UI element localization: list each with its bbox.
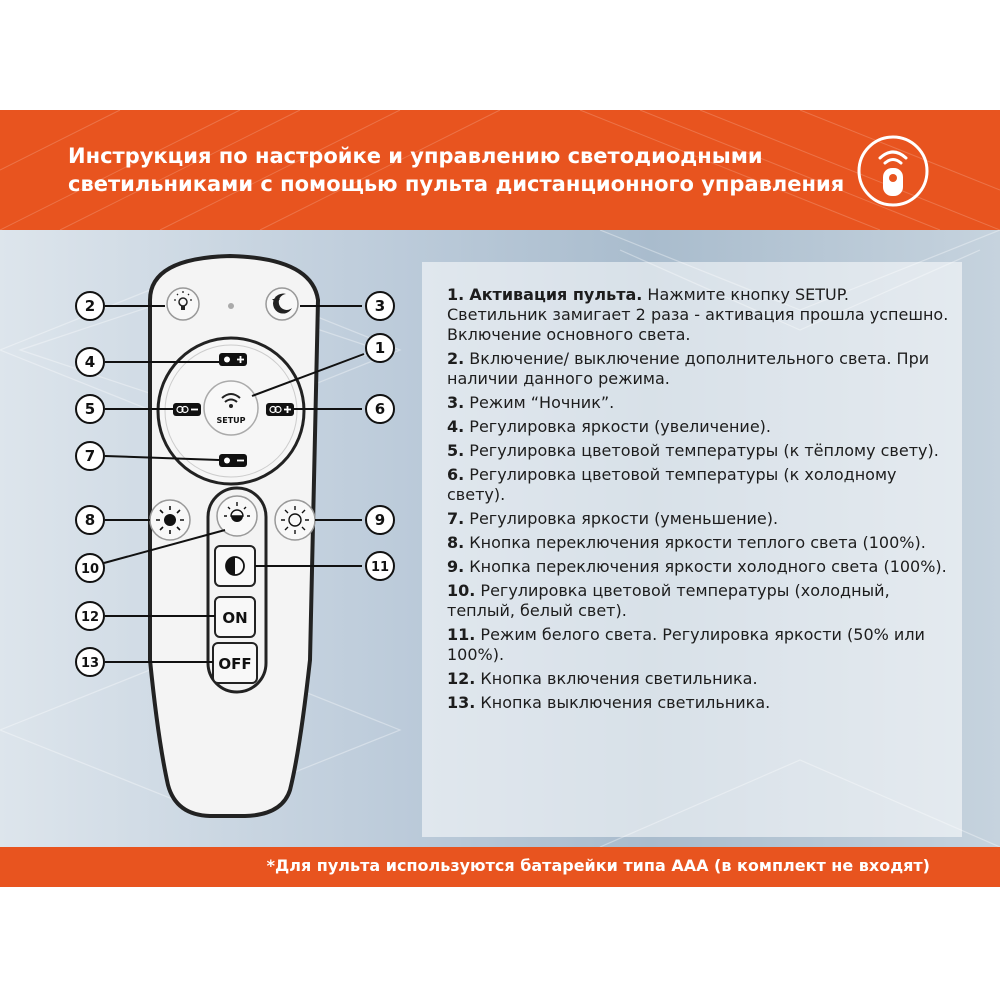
instruction-item: 2. Включение/ выключение дополнительного…: [447, 349, 952, 389]
page-title: Инструкция по настройке и управлению све…: [68, 142, 848, 198]
instruction-heading: Активация пульта.: [469, 285, 643, 304]
instruction-number: 2.: [447, 349, 465, 368]
brightness-up-button[interactable]: [219, 353, 247, 366]
instruction-item: 11. Режим белого света. Регулировка ярко…: [447, 625, 952, 665]
cold-temperature-button[interactable]: [266, 403, 294, 416]
callout-4: 4: [85, 353, 95, 371]
callout-3: 3: [375, 297, 385, 315]
instruction-text: Кнопка переключения яркости теплого свет…: [464, 533, 926, 552]
footer-banner: *Для пульта используются батарейки типа …: [0, 847, 1000, 887]
instruction-item: 10. Регулировка цветовой температуры (хо…: [447, 581, 952, 621]
warm-temperature-button[interactable]: [173, 403, 201, 416]
instruction-item: 5. Регулировка цветовой температуры (к т…: [447, 441, 952, 461]
aux-light-button[interactable]: [166, 287, 200, 321]
instruction-text: Регулировка яркости (увеличение).: [464, 417, 771, 436]
lower-button-column: [206, 486, 268, 694]
remote-control-icon: [857, 135, 929, 207]
color-temperature-cycle-button[interactable]: [216, 495, 258, 537]
instruction-number: 12.: [447, 669, 476, 688]
instruction-text: Кнопка включения светильника.: [475, 669, 758, 688]
instruction-text: Регулировка цветовой температуры (к тёпл…: [464, 441, 939, 460]
remote-illustration: SETUP ON: [75, 253, 395, 818]
instructions-list: 1. Активация пульта. Нажмите кнопку SETU…: [447, 285, 952, 717]
callout-markers: [75, 291, 395, 677]
instruction-text: Кнопка выключения светильника.: [475, 693, 771, 712]
callout-8: 8: [85, 511, 95, 529]
instruction-text: Регулировка цветовой температуры (холодн…: [447, 581, 890, 620]
instruction-text: Регулировка яркости (уменьшение).: [464, 509, 779, 528]
instruction-number: 4.: [447, 417, 465, 436]
instruction-text: Кнопка переключения яркости холодного св…: [464, 557, 947, 576]
callout-12: 12: [81, 610, 99, 625]
header-pattern: [0, 110, 1000, 230]
instruction-item: 1. Активация пульта. Нажмите кнопку SETU…: [447, 285, 952, 345]
callout-7: 7: [85, 447, 95, 465]
callout-1: 1: [375, 339, 385, 357]
title-line-2: светильниками с помощью пульта дистанцио…: [68, 172, 845, 196]
instruction-number: 13.: [447, 693, 476, 712]
instruction-number: 3.: [447, 393, 465, 412]
setup-button[interactable]: [203, 380, 259, 436]
instruction-text: Режим “Ночник”.: [464, 393, 615, 412]
instruction-text: Режим белого света. Регулировка яркости …: [447, 625, 925, 664]
instruction-item: 8. Кнопка переключения яркости теплого с…: [447, 533, 952, 553]
battery-note: *Для пульта используются батарейки типа …: [266, 856, 930, 875]
instruction-number: 10.: [447, 581, 476, 600]
white-light-mode-button[interactable]: [214, 545, 256, 587]
indicator-led: [228, 303, 234, 309]
callout-10: 10: [81, 562, 99, 577]
instruction-number: 7.: [447, 509, 465, 528]
on-button-label: ON: [222, 609, 247, 627]
main-area: SETUP ON: [0, 230, 1000, 847]
instruction-number: 8.: [447, 533, 465, 552]
setup-label: SETUP: [216, 416, 245, 425]
callout-lines: [103, 305, 365, 663]
instruction-item: 6. Регулировка цветовой температуры (к х…: [447, 465, 952, 505]
callout-9: 9: [375, 511, 385, 529]
callout-5: 5: [85, 400, 95, 418]
cold-full-brightness-button[interactable]: [274, 499, 316, 541]
instruction-number: 11.: [447, 625, 476, 644]
instruction-item: 13. Кнопка выключения светильника.: [447, 693, 952, 713]
instruction-number: 1.: [447, 285, 465, 304]
instruction-number: 9.: [447, 557, 465, 576]
night-mode-button[interactable]: [265, 287, 299, 321]
instructions-panel: [422, 262, 962, 837]
off-button-label: OFF: [218, 655, 251, 673]
instruction-item: 9. Кнопка переключения яркости холодного…: [447, 557, 952, 577]
header-banner: Инструкция по настройке и управлению све…: [0, 110, 1000, 230]
warm-full-brightness-button[interactable]: [149, 499, 191, 541]
instruction-item: 7. Регулировка яркости (уменьшение).: [447, 509, 952, 529]
instruction-item: 3. Режим “Ночник”.: [447, 393, 952, 413]
brightness-down-button[interactable]: [219, 454, 247, 467]
instruction-number: 6.: [447, 465, 465, 484]
callout-2: 2: [85, 297, 95, 315]
instruction-item: 12. Кнопка включения светильника.: [447, 669, 952, 689]
instruction-text: Включение/ выключение дополнительного св…: [447, 349, 930, 388]
instruction-item: 4. Регулировка яркости (увеличение).: [447, 417, 952, 437]
instruction-number: 5.: [447, 441, 465, 460]
instruction-text: Нажмите кнопку SETUP. Светильник замигае…: [447, 285, 949, 344]
title-line-1: Инструкция по настройке и управлению све…: [68, 144, 763, 168]
callout-6: 6: [375, 400, 385, 418]
callout-13: 13: [81, 656, 99, 671]
callout-11: 11: [371, 560, 389, 575]
instruction-text: Регулировка цветовой температуры (к холо…: [447, 465, 897, 504]
